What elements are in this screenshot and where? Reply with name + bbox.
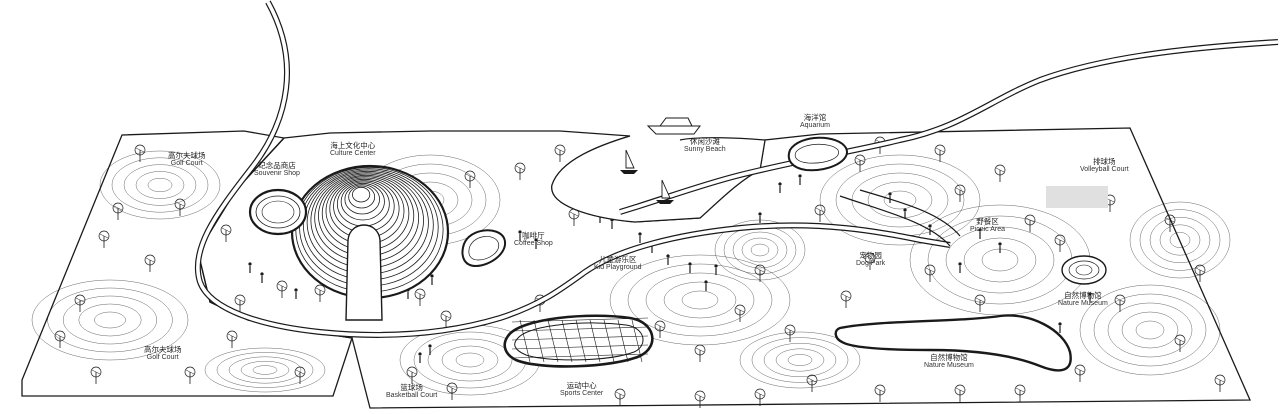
volleyball-court-surface — [1046, 186, 1108, 208]
label-golf-court-lower: 高尔夫球场 Golf Court — [144, 345, 182, 362]
sports-center-building — [503, 314, 654, 368]
souvenir-shop-building — [248, 188, 308, 236]
sailboat-icon-1 — [620, 149, 638, 174]
walkway-right-inner — [619, 40, 1279, 214]
sailboat-icon-2 — [656, 179, 674, 204]
aquarium-bridge — [839, 189, 961, 247]
beach-shoreline — [551, 135, 766, 223]
label-volleyball-court: 排球场 Volleyball Court — [1080, 157, 1129, 174]
people-figures — [248, 174, 1092, 363]
label-kid-playground: 儿童游乐区 Kid Playground — [594, 255, 642, 272]
nature-museum-bottom-building — [834, 314, 1072, 372]
label-aquarium: 海洋馆 Aquarium — [800, 113, 830, 130]
nature-museum-right-building — [1061, 255, 1107, 285]
sports-center-grid — [511, 317, 649, 363]
label-culture-center: 海上文化中心 Culture Center — [330, 141, 376, 158]
label-souvenir-shop: 纪念品商店 Souvenir Shop — [254, 161, 300, 178]
aquarium-building — [787, 136, 848, 172]
label-nature-museum-bottom: 自然博物馆 Nature Museum — [924, 353, 974, 370]
yacht-icon — [646, 117, 701, 135]
label-basketball-court: 篮球场 Basketball Court — [386, 383, 438, 400]
label-sports-center: 运动中心 Sports Center — [560, 381, 604, 398]
walkway-left-inner — [196, 1, 951, 337]
culture-center-tail — [345, 224, 383, 321]
coffee-shop-building — [461, 229, 507, 268]
label-coffee-shop: 咖啡厅 Coffee Shop — [514, 231, 553, 248]
label-sunny-beach: 休闲沙滩 Sunny Beach — [684, 137, 726, 154]
label-golf-court-top: 高尔夫球场 Golf Court — [168, 151, 206, 168]
label-nature-museum-right: 自然博物馆 Nature Museum — [1058, 291, 1108, 308]
label-picnic-area: 野餐区 Picnic Area — [970, 217, 1006, 234]
label-dog-park: 宠物园 Dog Park — [856, 251, 886, 268]
tree-symbols — [54, 136, 1226, 408]
